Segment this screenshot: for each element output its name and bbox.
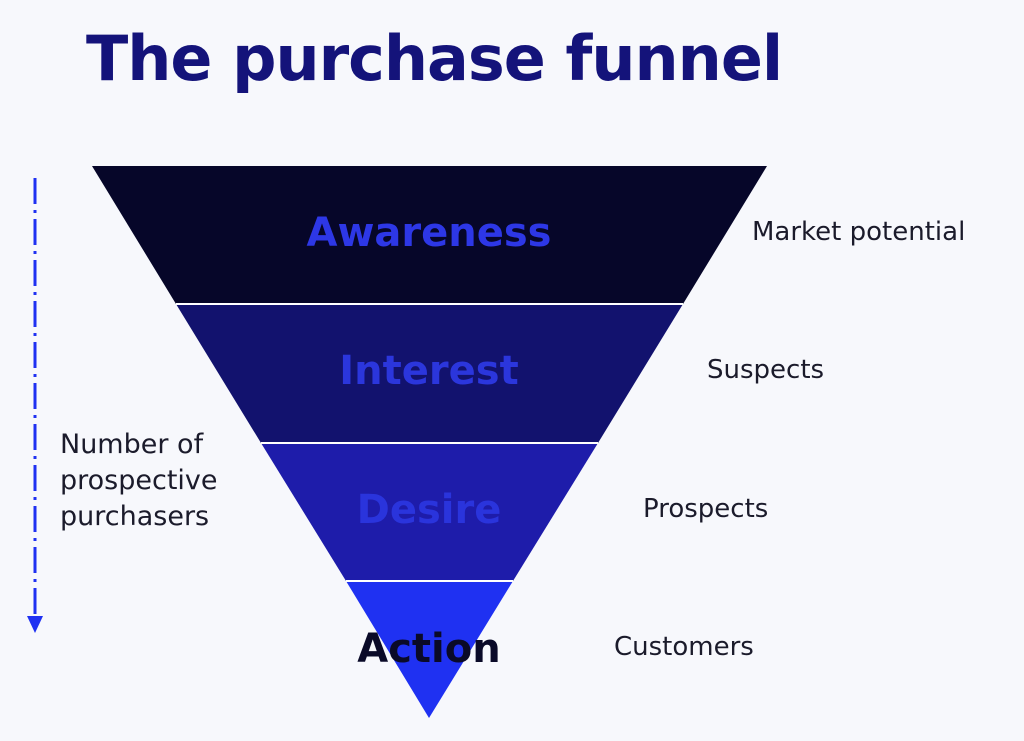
- stage-result-suspects: Suspects: [707, 355, 825, 385]
- funnel-stage-awareness: [92, 166, 767, 304]
- stage-result-customers: Customers: [614, 632, 754, 662]
- stage-label-interest: Interest: [339, 348, 518, 394]
- funnel-stage-desire: [261, 443, 598, 581]
- stage-label-awareness: Awareness: [307, 210, 552, 256]
- axis-label-line: purchasers: [60, 501, 210, 532]
- page-title: The purchase funnel: [86, 22, 783, 95]
- stage-result-prospects: Prospects: [643, 494, 769, 524]
- stage-label-action: Action: [357, 626, 500, 672]
- funnel-stage-action: [346, 581, 513, 718]
- funnel-stage-interest: [176, 304, 683, 443]
- stage-result-market-potential: Market potential: [752, 217, 966, 247]
- axis-label-line: Number of: [60, 429, 204, 460]
- arrow-down-icon: [27, 616, 43, 633]
- axis-label: Number of prospective purchasers: [60, 427, 218, 535]
- stage-label-desire: Desire: [357, 487, 502, 533]
- axis-label-line: prospective: [60, 465, 218, 496]
